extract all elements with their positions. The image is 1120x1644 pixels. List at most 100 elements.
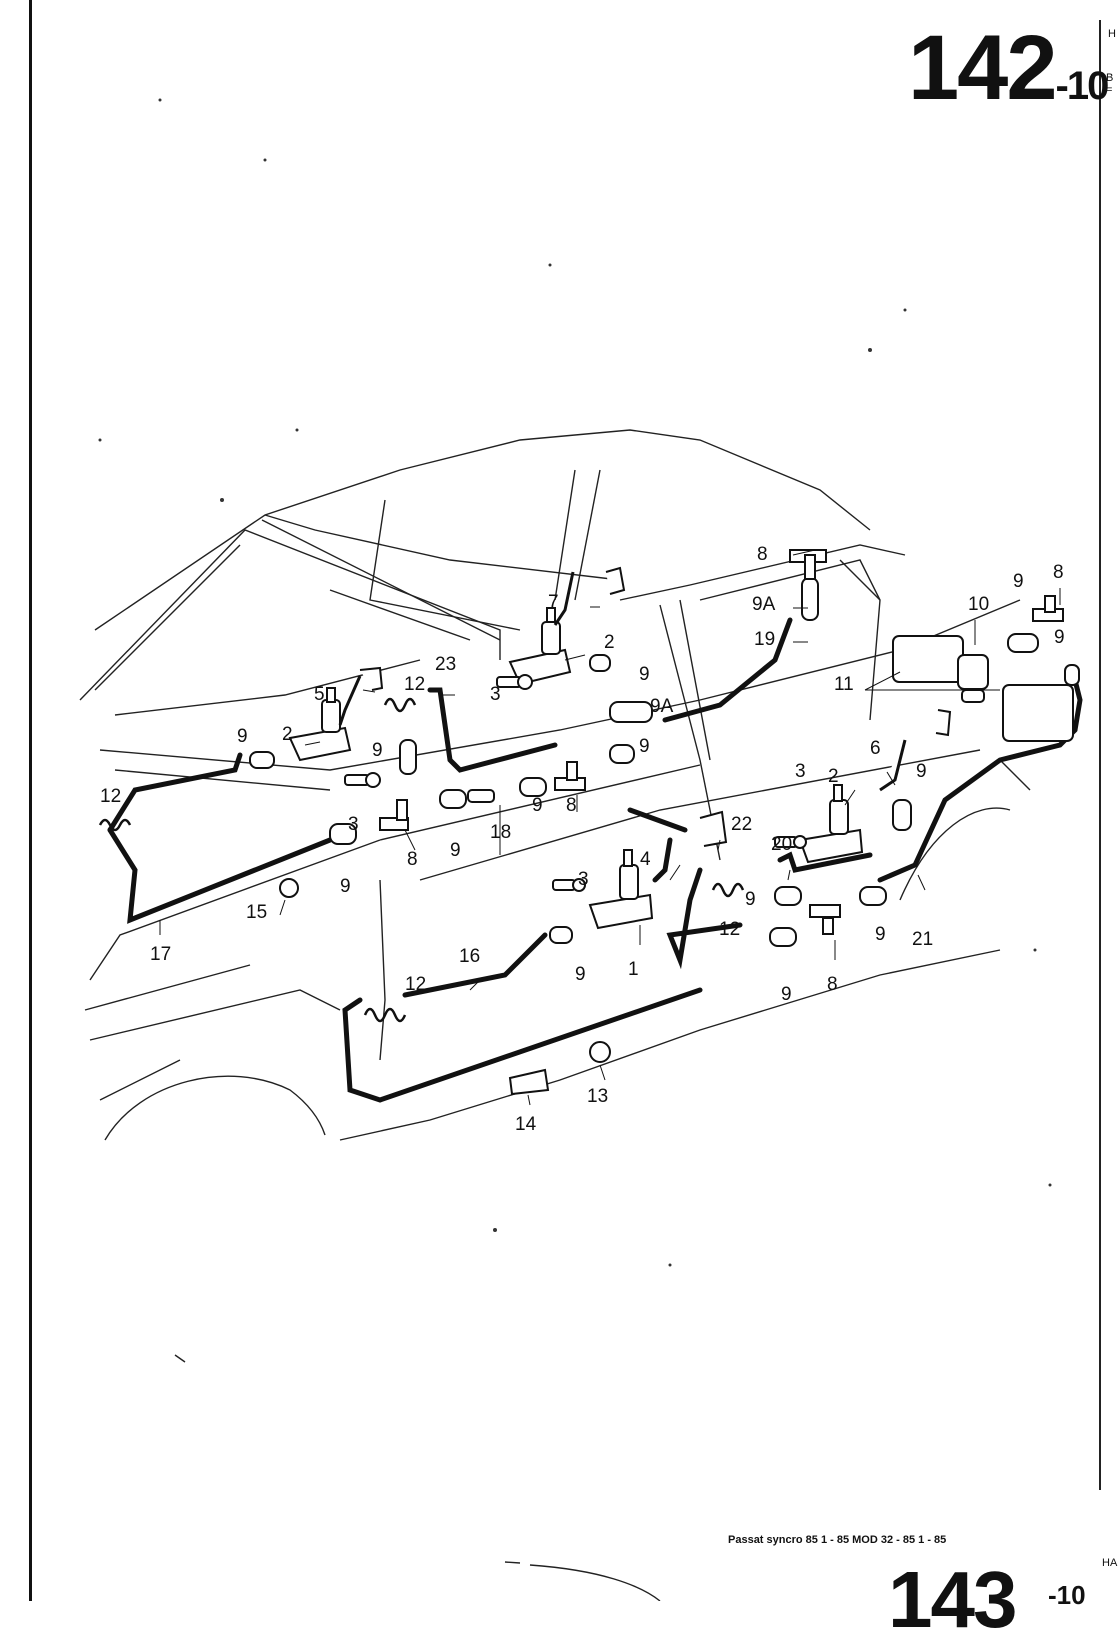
connectors bbox=[379, 549, 1064, 935]
hose-routing bbox=[107, 617, 1083, 1103]
bracket-7 bbox=[605, 566, 626, 595]
callout-c13: 13 bbox=[587, 1086, 608, 1107]
callout-c9c: 9 bbox=[340, 876, 351, 897]
hose-coil bbox=[363, 1007, 407, 1023]
hose-coil bbox=[383, 697, 417, 713]
callout-c3d: 3 bbox=[578, 869, 589, 890]
callout-c9g: 9 bbox=[639, 736, 650, 757]
hose-piece bbox=[519, 777, 547, 797]
callout-c4: 4 bbox=[640, 849, 651, 870]
washer-nozzle-roof bbox=[508, 607, 572, 686]
callout-c9e: 9 bbox=[532, 795, 543, 816]
catalog-model-line: Passat syncro 85 1 - 85 MOD 32 - 85 1 - … bbox=[728, 1534, 947, 1546]
callout-c3c: 3 bbox=[795, 761, 806, 782]
callout-c16: 16 bbox=[459, 946, 480, 967]
hose-piece bbox=[399, 739, 417, 775]
callout-c12b: 12 bbox=[404, 674, 425, 695]
pump-and-reservoir bbox=[892, 635, 1074, 742]
callout-c3a: 3 bbox=[348, 814, 359, 835]
t-piece-icon bbox=[379, 799, 409, 831]
callout-c11: 11 bbox=[834, 674, 854, 695]
hose-coil bbox=[98, 818, 132, 832]
corner-mark-side: B = bbox=[1106, 72, 1114, 96]
callout-c12d: 12 bbox=[405, 974, 426, 995]
callout-c8b: 8 bbox=[566, 795, 577, 816]
t-piece-icon bbox=[789, 549, 827, 580]
clip-15 bbox=[279, 878, 299, 898]
callout-c6: 6 bbox=[870, 738, 881, 759]
callout-c22: 22 bbox=[731, 814, 752, 835]
callout-c9k: 9 bbox=[745, 889, 756, 910]
callout-c1: 1 bbox=[628, 959, 639, 980]
callout-c15: 15 bbox=[246, 902, 267, 923]
callout-c9h: 9 bbox=[916, 761, 927, 782]
callout-c19: 19 bbox=[754, 629, 775, 650]
callout-c9b: 9 bbox=[372, 740, 383, 761]
callout-c8a: 8 bbox=[407, 849, 418, 870]
screw-icon bbox=[552, 878, 586, 892]
pump-icon bbox=[957, 654, 989, 690]
next-page-number: 143 bbox=[888, 1555, 1017, 1644]
callout-c2b: 2 bbox=[604, 632, 615, 653]
callout-c7: 7 bbox=[548, 592, 559, 613]
hose-piece-9a bbox=[801, 577, 819, 621]
washer-nozzle-rear bbox=[798, 784, 864, 864]
callout-c9A2: 9A bbox=[752, 594, 776, 615]
page-border-left bbox=[29, 0, 32, 1601]
callout-c17: 17 bbox=[150, 944, 171, 965]
callout-c12c: 12 bbox=[719, 919, 740, 940]
corner-mark-bottom: HA bbox=[1102, 1557, 1118, 1569]
screw-icon bbox=[774, 835, 807, 849]
hose-piece bbox=[249, 751, 275, 769]
callout-c8d: 8 bbox=[1053, 562, 1064, 583]
hose-piece bbox=[549, 926, 573, 944]
callout-c5: 5 bbox=[314, 684, 325, 705]
hose-6 bbox=[879, 739, 907, 792]
hose-piece bbox=[859, 886, 887, 906]
callout-c9n: 9 bbox=[781, 984, 792, 1005]
clip-13 bbox=[589, 1041, 611, 1063]
callout-c18: 18 bbox=[490, 822, 511, 843]
page-number-main: 142 bbox=[908, 17, 1057, 119]
callout-c9A1: 9A bbox=[650, 696, 674, 717]
hose-piece bbox=[892, 799, 912, 831]
bracket-22 bbox=[699, 810, 728, 847]
hose-piece bbox=[774, 886, 802, 906]
page-number-suffix: -10 bbox=[1055, 64, 1110, 108]
callout-c14: 14 bbox=[515, 1114, 537, 1135]
bracket-5 bbox=[359, 666, 384, 691]
callout-c2a: 2 bbox=[282, 724, 293, 745]
callout-c23: 23 bbox=[435, 654, 456, 675]
parts-catalog-page: 142-10 H B = bbox=[29, 0, 1118, 1640]
hose-piece bbox=[1007, 633, 1039, 653]
pump-outlet bbox=[961, 689, 985, 703]
callout-c9d: 9 bbox=[450, 840, 461, 861]
callout-c21: 21 bbox=[912, 929, 933, 950]
clip-14 bbox=[508, 1068, 550, 1096]
reservoir-front bbox=[892, 635, 964, 683]
hose-coil bbox=[711, 882, 745, 898]
callout-c3b: 3 bbox=[490, 684, 501, 705]
callout-c9f: 9 bbox=[639, 664, 650, 685]
hose-5 bbox=[338, 675, 362, 726]
washer-hose-exploded-diagram: 12223333456788888999999999999999A9A10111… bbox=[79, 98, 1083, 1601]
hose-piece bbox=[589, 654, 611, 672]
hose-piece-9a bbox=[609, 701, 653, 723]
callout-c2c: 2 bbox=[828, 766, 839, 787]
callout-c8e: 8 bbox=[827, 974, 838, 995]
callout-c20: 20 bbox=[771, 834, 792, 855]
screw-icon bbox=[344, 772, 381, 788]
callout-c12a: 12 bbox=[100, 786, 121, 807]
callout-c9m: 9 bbox=[575, 964, 586, 985]
t-piece-icon bbox=[1032, 595, 1064, 622]
callout-c9j: 9 bbox=[1054, 627, 1065, 648]
callout-c9a: 9 bbox=[237, 726, 248, 747]
callout-c9i: 9 bbox=[1013, 571, 1024, 592]
screws bbox=[344, 674, 807, 892]
t-piece-icon bbox=[809, 904, 841, 935]
clips-and-brackets bbox=[279, 566, 952, 1096]
page-border-right bbox=[1099, 20, 1101, 1490]
hose-segments bbox=[249, 577, 1080, 947]
hose-piece bbox=[609, 744, 635, 764]
